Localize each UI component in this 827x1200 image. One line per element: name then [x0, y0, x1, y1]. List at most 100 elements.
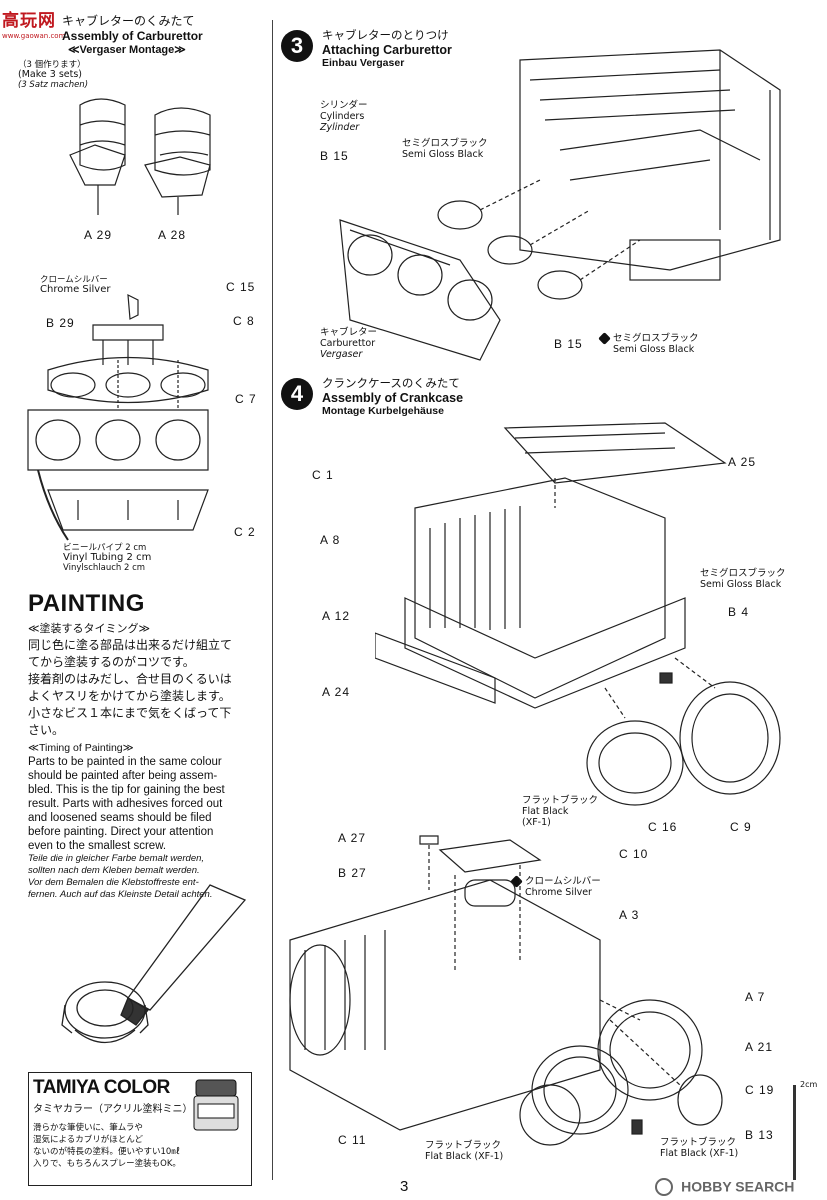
scale-bar: [793, 1085, 796, 1180]
painting-sub-jp: ≪塗装するタイミング≫: [28, 622, 151, 635]
step4-title-en: Assembly of Crankcase: [322, 391, 464, 405]
carburettor-de: Vergaser: [320, 349, 363, 360]
step3-sgb-en: Semi Gloss Black: [402, 149, 484, 160]
step4-sgb-note: セミグロスブラック Semi Gloss Black: [700, 568, 786, 590]
sets-jp: （3 個作ります）: [18, 60, 86, 70]
painting-de-2: Vor dem Bemalen die Klebstoffreste ent-: [28, 877, 199, 888]
engine-assembly-drawing: [289, 835, 723, 1146]
painting-jp-3: よくヤスリをかけてから塗装します。: [28, 689, 231, 703]
step3-sgb2-jp: セミグロスブラック: [598, 332, 699, 345]
step2-title-jp: キャブレターのくみたて: [62, 14, 195, 28]
cylinders-de: Zylinder: [320, 122, 360, 133]
painting-text: ≪塗装するタイミング≫ 同じ色に塗る部品は出来るだけ組立て てから塗装するのがコ…: [28, 620, 250, 901]
painting-jp-5: さい。: [28, 723, 65, 737]
painting-de-0: Teile die in gleicher Farbe bemalt werde…: [28, 853, 205, 864]
part-c19: C 19: [745, 1083, 775, 1097]
step4-flat1-en: Flat Black: [522, 806, 569, 817]
part-a25: A 25: [728, 455, 757, 469]
hobby-search-logo-icon: [655, 1177, 673, 1196]
part-a29: A 29: [84, 228, 113, 242]
crankcase-drawing: [375, 422, 781, 806]
painting-jp-1: てから塗装するのがコツです。: [28, 655, 195, 669]
part-b15-lower: B 15: [554, 337, 583, 351]
part-a21: A 21: [745, 1040, 774, 1054]
tamiya-line-3: 入りで、もちろんスプレー塗装もOK。: [33, 1159, 181, 1169]
watermark-logo: 高玩网 www.gaowan.com: [2, 6, 72, 42]
painting-sub-en: ≪Timing of Painting≫: [28, 742, 134, 754]
step3-header: キャブレターのとりつけ Attaching Carburettor Einbau…: [322, 27, 452, 69]
tamiya-box: [28, 1072, 252, 1186]
chrome-silver-en: Chrome Silver: [40, 284, 111, 295]
step4-flat2-jp: フラットブラック: [425, 1140, 502, 1151]
part-b27: B 27: [338, 866, 367, 880]
step3-sgb2-en: Semi Gloss Black: [613, 344, 695, 355]
painting-en-0: Parts to be painted in the same colour: [28, 756, 222, 768]
part-a7: A 7: [745, 990, 766, 1004]
painting-en-4: and loosened seams should be filed: [28, 812, 212, 824]
hobby-search-watermark: HOBBY SEARCH: [655, 1176, 794, 1196]
tamiya-line-2: ないのが特長の塗料。便いやすい10㎖: [33, 1147, 180, 1157]
step3-number: 3: [281, 30, 313, 62]
step4-flat3-note: フラットブラック Flat Black (XF-1): [660, 1137, 738, 1159]
step4-title-de: Montage Kurbelgehäuse: [322, 405, 444, 417]
part-a24: A 24: [322, 685, 351, 699]
step3-sgb2-jp-text: セミグロスブラック: [613, 333, 699, 344]
painting-jp-0: 同じ色に塗る部品は出来るだけ組立て: [28, 638, 233, 652]
step2-sets: （3 個作ります） (Make 3 sets) (3 Satz machen): [18, 60, 88, 90]
step4-flat3-jp: フラットブラック: [660, 1137, 737, 1148]
painting-jp-2: 接着剤のはみだし、合せ目のくるいは: [28, 672, 232, 686]
carb-bank-drawing: [27, 293, 209, 541]
part-b4: B 4: [728, 605, 750, 619]
carburettor-en: Carburettor: [320, 338, 376, 349]
part-a28: A 28: [158, 228, 187, 242]
part-c16: C 16: [648, 820, 678, 834]
part-c15: C 15: [226, 280, 256, 294]
step3-title-en: Attaching Carburettor: [322, 43, 452, 57]
column-divider: [272, 20, 273, 1180]
painting-de-3: fernen. Auch auf das Kleinste Detail ach…: [28, 889, 213, 900]
cylinders-label: シリンダー Cylinders Zylinder: [320, 100, 368, 133]
tamiya-line-0: 滑らかな筆使いに、筆ムラや: [33, 1123, 143, 1133]
part-b29: B 29: [46, 316, 75, 330]
step4-flat2-note: フラットブラック Flat Black (XF-1): [425, 1140, 503, 1162]
step3-sgb2-note: セミグロスブラック Semi Gloss Black: [598, 332, 699, 355]
tamiya-sub: タミヤカラー（アクリル塗料ミニ）: [33, 1104, 193, 1115]
hobby-search-text: HOBBY SEARCH: [681, 1178, 795, 1195]
step4-flat1-note: フラットブラック Flat Black (XF-1): [522, 795, 598, 828]
vinyl-jp: ビニールパイプ 2 cm: [63, 543, 147, 553]
vinyl-note: ビニールパイプ 2 cm Vinyl Tubing 2 cm Vinylschl…: [63, 543, 151, 573]
part-a27: A 27: [338, 831, 367, 845]
painting-en-5: before painting. Direct your attention: [28, 826, 214, 838]
carb-halves-drawing: [69, 98, 211, 215]
step3-sgb-note: セミグロスブラック Semi Gloss Black: [402, 138, 488, 160]
tamiya-text: 滑らかな筆使いに、筆ムラや 湿気によるカブリがほとんど ないのが特長の塗料。便い…: [33, 1122, 181, 1170]
step4-flat2-en: Flat Black (XF-1): [425, 1151, 504, 1162]
tamiya-title: TAMIYA COLOR: [33, 1077, 170, 1098]
step4-number: 4: [281, 378, 313, 410]
engine-carb-drawing: [339, 49, 781, 361]
painting-en-1: should be painted after being assem-: [28, 770, 218, 782]
step4-sgb-en: Semi Gloss Black: [700, 579, 782, 590]
part-c7: C 7: [235, 392, 257, 406]
part-a3: A 3: [619, 908, 640, 922]
watermark-url: www.gaowan.com: [2, 32, 66, 40]
painting-en-6: even to the smallest screw.: [28, 840, 167, 852]
step4-flat3-en: Flat Black (XF-1): [660, 1148, 739, 1159]
painting-title: PAINTING: [28, 590, 145, 617]
part-c9: C 9: [730, 820, 752, 834]
painting-en-2: bled. This is the tip for gaining the be…: [28, 784, 225, 796]
step4-chrome-jp-text: クロームシルバー: [525, 876, 601, 887]
part-b15: B 15: [320, 149, 349, 163]
sets-de: (3 Satz machen): [18, 80, 89, 90]
tamiya-line-1: 湿気によるカブリがほとんど: [33, 1135, 143, 1145]
watermark-logo-text: 高玩网: [2, 11, 56, 31]
step4-flat1-jp: フラットブラック: [522, 795, 599, 806]
part-c2: C 2: [234, 525, 256, 539]
part-c8: C 8: [233, 314, 255, 328]
paint-jar-icon: [193, 1079, 239, 1131]
vinyl-en: Vinyl Tubing 2 cm: [63, 552, 152, 563]
painting-de-1: sollten nach dem Kleben bemalt werden.: [28, 865, 200, 876]
step4-header: クランクケースのくみたて Assembly of Crankcase Monta…: [322, 375, 463, 417]
painting-en-3: result. Parts with adhesives forced out: [28, 798, 223, 810]
scale-label: 2cm: [800, 1080, 818, 1089]
